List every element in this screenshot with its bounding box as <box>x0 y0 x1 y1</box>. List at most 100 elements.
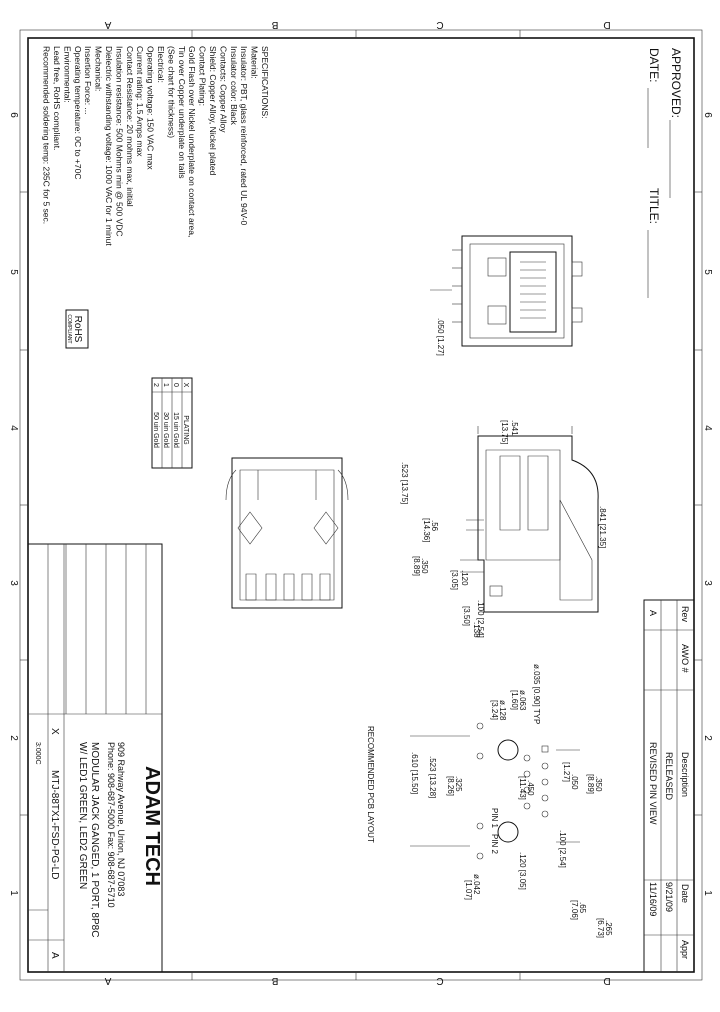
plating-row-0-value: 15 uin Gold <box>172 412 179 448</box>
zone-letter-top-b: B <box>271 19 278 30</box>
rev-row-2-date: 11/16/09 <box>648 882 658 916</box>
spec-line: Contact Plating: <box>198 46 208 106</box>
title-block-scale: 3:000C <box>34 742 41 765</box>
dim-325: .325 <box>454 776 463 792</box>
dim-120r: .120 [3.05] <box>518 852 527 890</box>
rohs-compliant-text: COMPLIANT <box>66 314 72 343</box>
spec-line: Contacts: Copper Alloy <box>218 46 228 133</box>
dim-826: [8.26] <box>446 776 455 796</box>
zone-letter-bottom-c: C <box>436 975 443 986</box>
plating-table: X PLATING 0 15 uin Gold 1 30 uin Gold 2 … <box>151 377 193 469</box>
dim-541: .541 <box>510 420 519 436</box>
zone-number-right-6: 6 <box>702 112 713 118</box>
spec-line: Insulation resistance: 500 Mohms min @ 5… <box>114 46 124 237</box>
dim-035: ø.035 [0.90] TYP <box>532 664 541 724</box>
spec-line: Insulator: PBT, glass reinforced, rated … <box>239 46 249 225</box>
zone-letter-top-a: A <box>104 19 111 30</box>
spec-line: Recommended soldering temp: 235C for 5 s… <box>42 46 52 224</box>
dim-324: [3.24] <box>490 700 499 720</box>
dim-100: .100 [2.54] <box>476 600 485 638</box>
rohs-text: RoHS <box>72 316 83 343</box>
dim-265: .265 <box>604 920 613 936</box>
dim-450: .450 <box>526 780 535 796</box>
spec-line: Insertion Force: ... <box>83 46 93 115</box>
company-phone: Phone: 908-687-5000 Fax: 908-687-5710 <box>106 742 116 908</box>
rev-header-rev: Rev <box>680 606 690 623</box>
dim-841: .841 [21.35] <box>598 506 607 548</box>
connector-back-view <box>225 457 349 609</box>
dim-138: .138 <box>472 622 481 638</box>
dim-063: ø.063 <box>518 690 527 711</box>
dim-100r: .100 [2.54] <box>558 830 567 868</box>
dim-050r: .050 <box>570 774 579 790</box>
dim-350: .350 <box>420 558 429 574</box>
date-label: DATE: <box>647 48 661 82</box>
pin-1-label: PIN 1 <box>490 808 499 829</box>
dim-673: [6.73] <box>596 918 605 938</box>
dim-350r: .350 <box>594 776 603 792</box>
spec-line: Operating voltage: 150 VAC max <box>146 46 156 170</box>
zone-number-left-4: 4 <box>8 425 19 431</box>
pcb-layout <box>410 722 580 860</box>
rev-header-date: Date <box>680 884 690 903</box>
spec-line: Dielectric withstanding voltage: 1000 VA… <box>104 46 114 246</box>
spec-line: Operating temperature: 0C to +70C <box>73 46 83 179</box>
dim-889r: [8.89] <box>586 774 595 794</box>
dim-350b: [3.50] <box>462 606 471 626</box>
spec-line: Tin over Copper underplate on tails <box>177 46 187 178</box>
rev-header-description: Description <box>680 752 690 797</box>
spec-line: Lead free, RoHS compliant. <box>52 46 62 150</box>
dim-065: .65 <box>578 902 587 914</box>
connector-front-view <box>430 235 583 347</box>
zone-letter-top-c: C <box>436 19 443 30</box>
company-address: 909 Rahway Avenue, Union, NJ 07083 <box>116 742 126 896</box>
spec-line: Environmental: <box>62 46 72 103</box>
plating-header-x: X <box>182 383 189 388</box>
rev-row-1-date: 9/21/09 <box>664 882 674 912</box>
dim-1143: [11.43] <box>518 776 527 800</box>
zone-number-left-6: 6 <box>8 112 19 118</box>
dim-127r: [1.27] <box>562 762 571 782</box>
rohs-badge: RoHS COMPLIANT <box>65 309 89 349</box>
plating-row-2-value: 50 uin Gold <box>152 412 159 448</box>
part-number: MTJ-88TX1-FSD-PG-LD <box>49 770 60 879</box>
spec-line: Material: <box>250 46 260 79</box>
dim-433: [13.75] <box>500 420 509 444</box>
dim-56: .56 <box>430 520 439 532</box>
approved-label: APPROVED: <box>669 48 683 118</box>
spec-line: Shield: Copper Alloy, Nickel plated <box>208 46 218 176</box>
zone-number-left-5: 5 <box>8 269 19 275</box>
plating-row-1-value: 30 uin Gold <box>162 412 169 448</box>
plating-row-0-x: 0 <box>172 383 179 387</box>
company-name: ADAM TECH <box>141 766 163 886</box>
zone-ticks <box>20 30 702 980</box>
plating-header-plating: PLATING <box>182 415 189 444</box>
rev-header-awo: AWO # <box>680 644 690 673</box>
rev-header-appr: Appr <box>680 940 690 959</box>
dim-889: [8.89] <box>412 556 421 576</box>
title-block <box>27 543 163 973</box>
rev-row-2-description: REVISED PIN VIEW <box>648 742 658 825</box>
dim-107: [1.07] <box>464 880 473 900</box>
dim-128: ø.128 <box>498 700 507 721</box>
plating-row-1-x: 1 <box>162 383 169 387</box>
spec-line: Contact Resistance: 20 mohms max, initia… <box>125 46 135 207</box>
plating-row-2-x: 2 <box>152 383 159 387</box>
spec-line: Electrical: <box>156 46 166 83</box>
zone-number-right-1: 1 <box>702 890 713 896</box>
specifications-block: SPECIFICATIONS:Material:Insulator: PBT, … <box>42 46 270 246</box>
zone-letter-bottom-d: D <box>603 975 610 986</box>
title-block-rev: A <box>49 952 60 959</box>
dim-523r: .523 [13.28] <box>428 756 437 798</box>
approval-block: APPROVED: DATE: TITLE: <box>647 48 683 298</box>
zone-number-right-5: 5 <box>702 269 713 275</box>
spec-line: Current rating: 1.5 Amps max <box>135 46 145 157</box>
zone-number-right-4: 4 <box>702 425 713 431</box>
recommended-pcb-layout-label: RECOMMENDED PCB LAYOUT <box>366 726 375 843</box>
spec-line: Insulator color: Black <box>229 46 239 126</box>
dim-042: ø.042 <box>472 874 481 895</box>
title-block-x-mark: X <box>49 728 60 735</box>
pin-2-label: PIN 2 <box>490 834 499 855</box>
zone-number-left-3: 3 <box>8 580 19 586</box>
